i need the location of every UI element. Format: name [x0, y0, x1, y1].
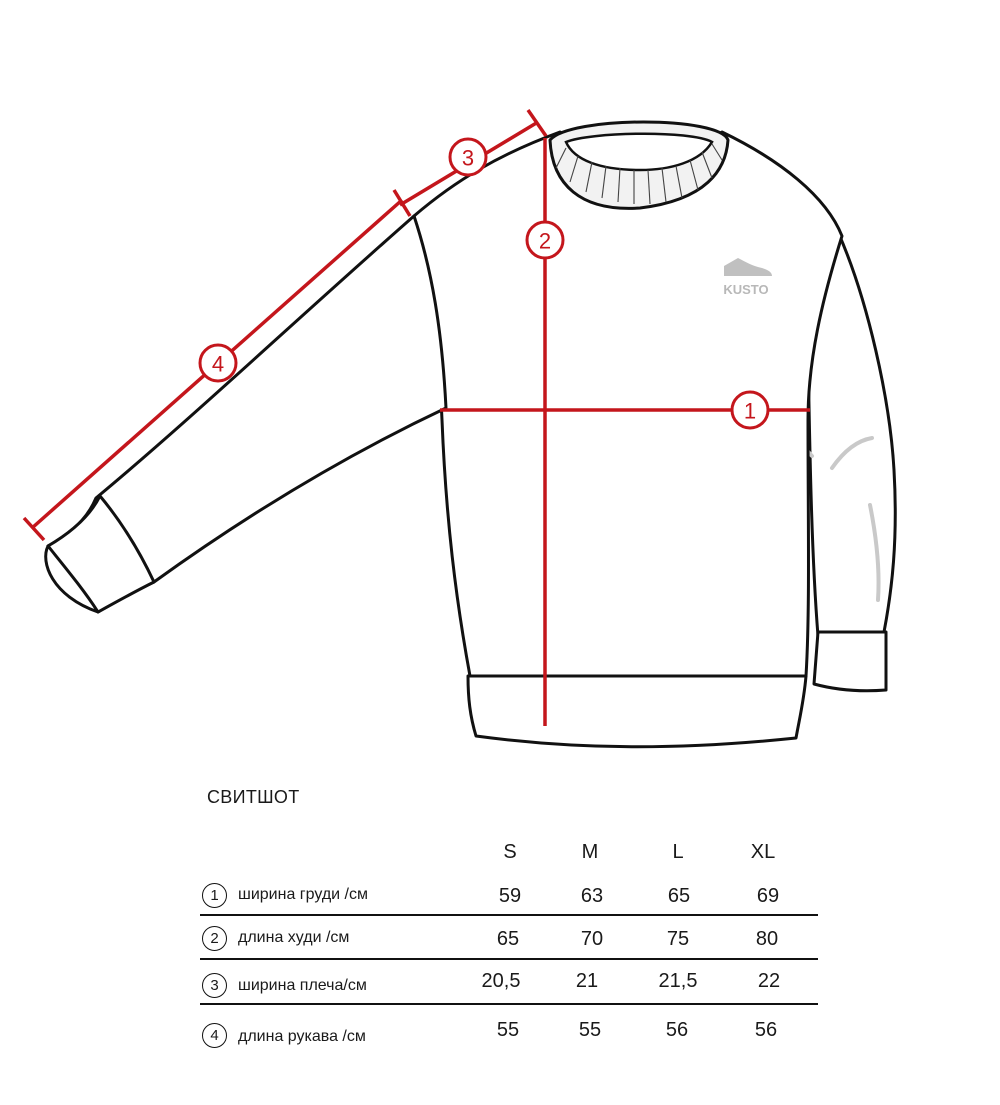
hem-band	[466, 674, 808, 749]
logo-text: KUSTO	[723, 282, 768, 297]
svg-text:4: 4	[212, 352, 224, 377]
sleeve-tick	[22, 516, 46, 542]
cell-m: 21	[575, 970, 599, 992]
table-row-shoulder: 3 ширина плеча/см 20,5 21 21,5 22	[0, 970, 1000, 1014]
row-label: длина худи /см	[238, 929, 350, 946]
cell-m: 70	[580, 928, 604, 950]
callout-2: 2	[525, 220, 565, 260]
table-title: СВИТШОТ	[207, 787, 300, 807]
cell-l: 56	[665, 1019, 689, 1041]
table-row-sleeve: 4 длина рукава /см 55 55 56 56	[0, 1019, 1000, 1063]
row-number-circle: 1	[202, 883, 227, 908]
collar-ribbing	[555, 143, 723, 205]
cell-l: 75	[666, 928, 690, 950]
shoulder-tick-a	[392, 189, 412, 217]
cell-m: 63	[580, 885, 604, 907]
size-header-s: S	[503, 841, 517, 863]
cell-m: 55	[578, 1019, 602, 1041]
cell-s: 59	[498, 885, 522, 907]
row-label: длина рукава /см	[238, 1028, 366, 1045]
svg-text:2: 2	[539, 229, 551, 254]
cell-xl: 69	[756, 885, 780, 907]
cell-l: 65	[667, 885, 691, 907]
svg-text:3: 3	[462, 146, 474, 171]
callout-1: 1	[730, 390, 770, 430]
left-cuff	[46, 494, 156, 614]
callout-4: 4	[198, 343, 238, 383]
size-header-row: S M L XL	[0, 841, 1000, 867]
right-cuff	[812, 630, 888, 693]
row-divider	[200, 1003, 818, 1005]
kusto-logo: KUSTO	[723, 258, 772, 297]
right-sleeve-fold-2	[868, 503, 881, 602]
cell-xl: 80	[755, 928, 779, 950]
size-header-m: M	[581, 841, 599, 863]
row-number-circle: 2	[202, 926, 227, 951]
shoulder-tick-b	[526, 109, 548, 137]
table-row-length: 2 длина худи /см 65 70 75 80	[0, 926, 1000, 970]
size-header-xl: XL	[750, 841, 776, 863]
collar-opening	[564, 132, 714, 172]
right-sleeve-fold	[830, 436, 874, 470]
cell-s: 65	[496, 928, 520, 950]
row-label: ширина груди /см	[238, 886, 368, 903]
sweatshirt-diagram: KUSTO 1 2 3 4	[22, 109, 897, 749]
table-row-chest: 1 ширина груди /см 59 63 65 69	[0, 883, 1000, 927]
cell-l: 21,5	[658, 970, 698, 992]
row-number-circle: 3	[202, 973, 227, 998]
row-number-circle: 4	[202, 1023, 227, 1048]
cell-s: 20,5	[481, 970, 521, 992]
sneaker-icon	[724, 258, 772, 276]
cell-xl: 22	[757, 970, 781, 992]
svg-text:1: 1	[744, 399, 756, 424]
row-label: ширина плеча/см	[238, 977, 367, 994]
cell-xl: 56	[754, 1019, 778, 1041]
callout-3: 3	[448, 137, 488, 177]
sweatshirt-body	[412, 130, 844, 678]
left-cuff-end	[44, 544, 100, 614]
cell-s: 55	[496, 1019, 520, 1041]
row-divider	[200, 958, 818, 960]
size-header-l: L	[672, 841, 684, 863]
row-divider	[200, 914, 818, 916]
